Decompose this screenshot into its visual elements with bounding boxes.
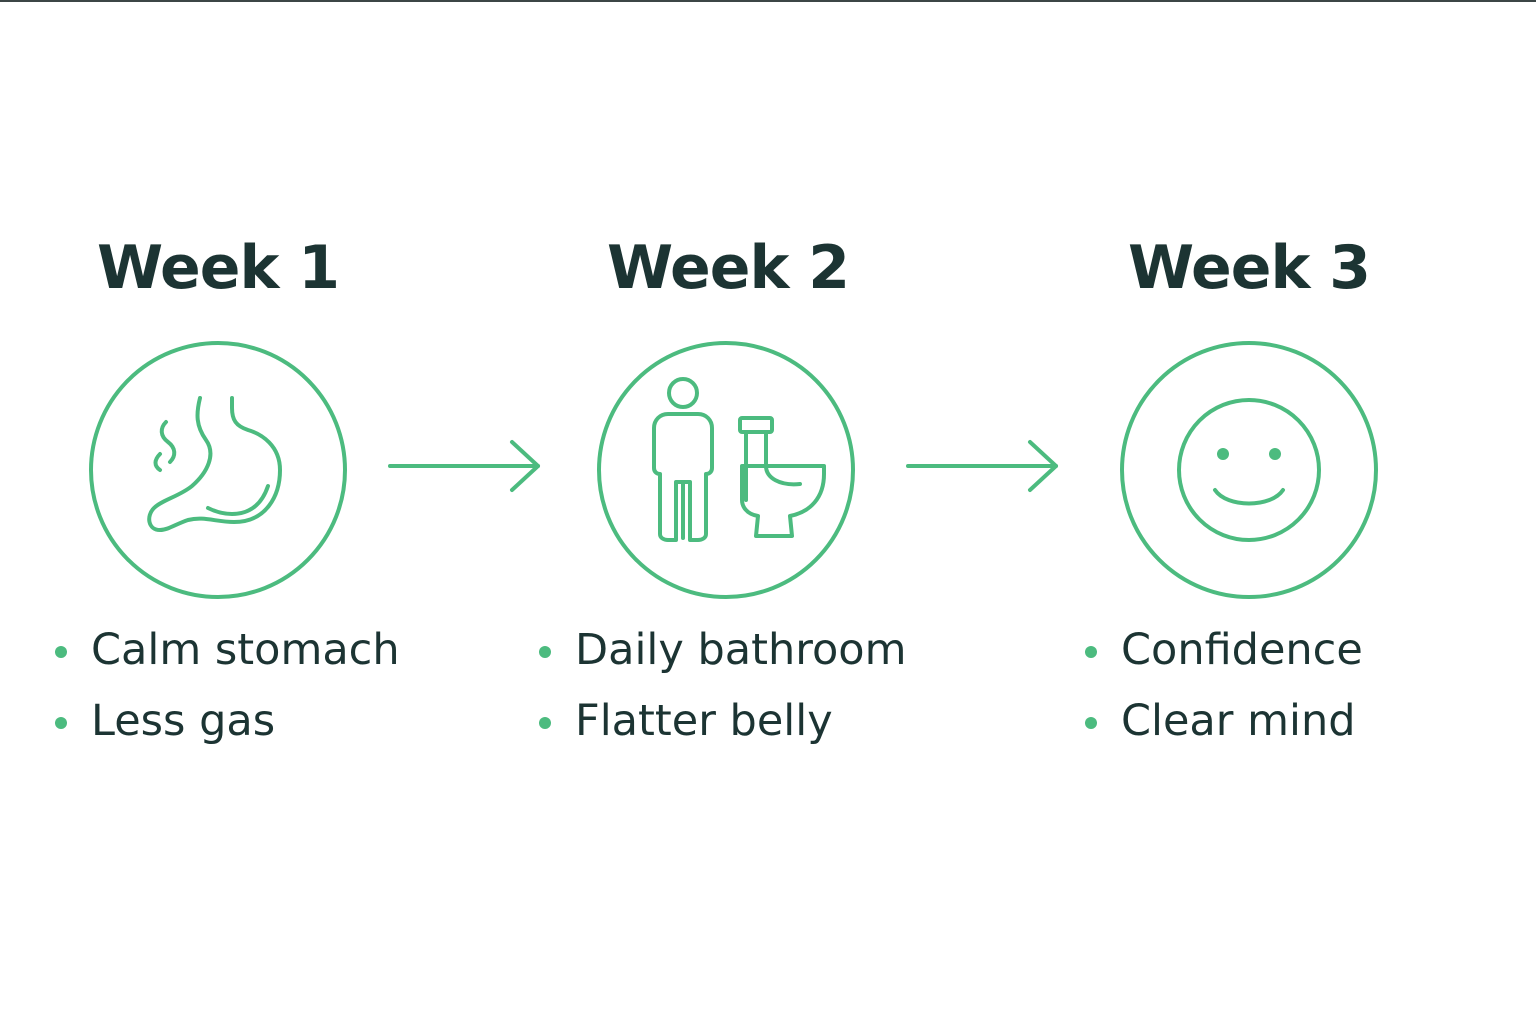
list-item: Clear mind	[1085, 691, 1363, 762]
bullet-dot	[1085, 646, 1097, 658]
top-border-line	[0, 0, 1536, 2]
week-3-title: Week 3	[1128, 233, 1371, 303]
bullet-dot	[1085, 717, 1097, 729]
benefit-label: Flatter belly	[575, 696, 833, 746]
week-1-benefits: Calm stomach Less gas	[55, 620, 400, 762]
week-2-icon-circle	[597, 341, 855, 599]
list-item: Daily bathroom	[539, 620, 906, 691]
week-2-title: Week 2	[607, 233, 850, 303]
arrow-right-icon	[388, 440, 540, 492]
week-1-icon-circle	[89, 341, 347, 599]
week-1-title: Week 1	[97, 233, 340, 303]
benefit-label: Confidence	[1121, 625, 1363, 675]
smiley-face-icon	[1177, 398, 1321, 542]
benefit-label: Calm stomach	[91, 625, 400, 675]
week-3-icon-circle	[1120, 341, 1378, 599]
benefit-label: Daily bathroom	[575, 625, 907, 675]
bullet-dot	[55, 717, 67, 729]
week-2-benefits: Daily bathroom Flatter belly	[539, 620, 906, 762]
week-3-benefits: Confidence Clear mind	[1085, 620, 1363, 762]
list-item: Flatter belly	[539, 691, 906, 762]
bullet-dot	[55, 646, 67, 658]
bullet-dot	[539, 646, 551, 658]
person-icon	[652, 377, 714, 542]
benefit-label: Less gas	[91, 696, 276, 746]
arrow-right-icon	[906, 440, 1058, 492]
list-item: Less gas	[55, 691, 400, 762]
benefit-label: Clear mind	[1121, 696, 1356, 746]
toilet-icon	[738, 416, 826, 538]
list-item: Confidence	[1085, 620, 1363, 691]
list-item: Calm stomach	[55, 620, 400, 691]
stomach-icon	[147, 396, 282, 532]
bullet-dot	[539, 717, 551, 729]
